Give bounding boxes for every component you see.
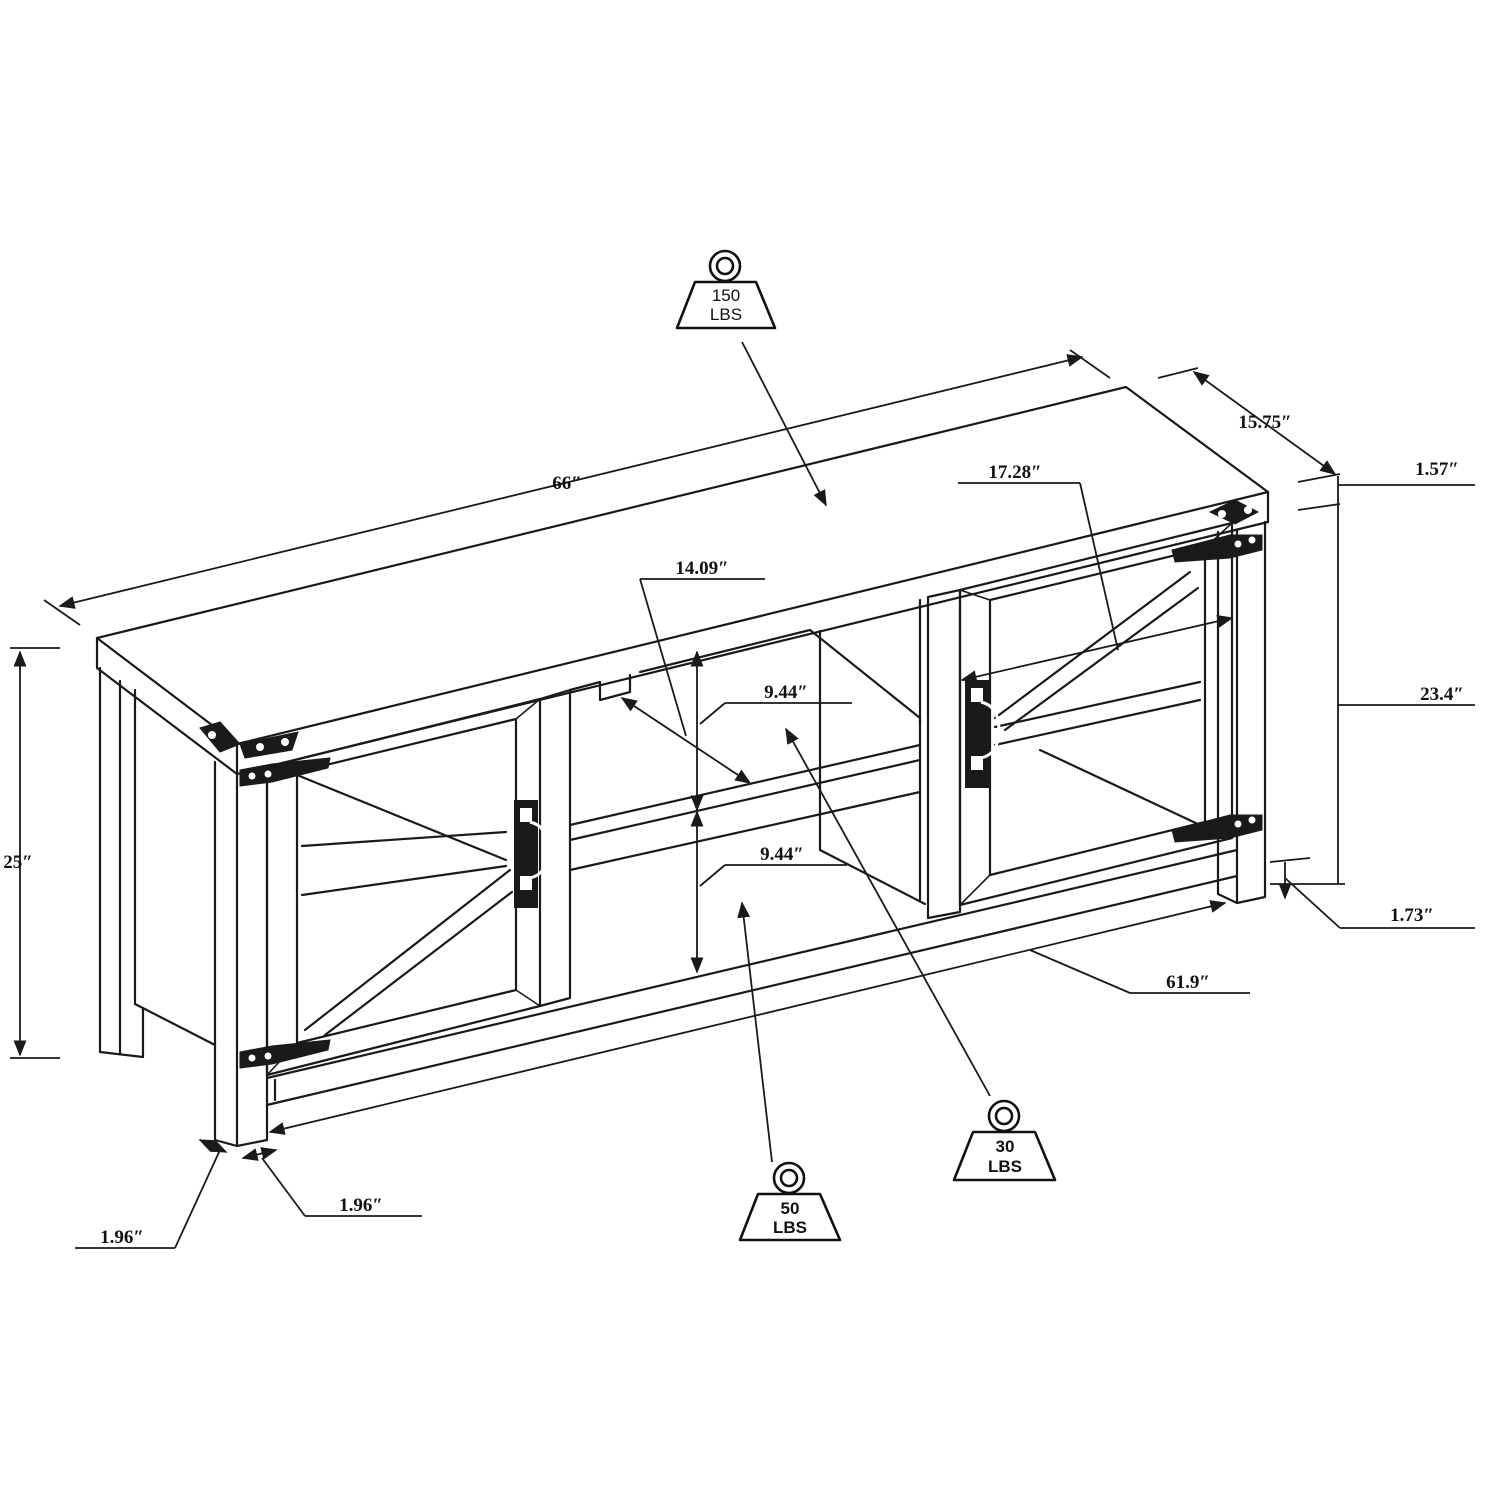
top-panel — [95, 385, 1270, 776]
bottom-rail — [265, 848, 1239, 1107]
front-left-leg — [213, 765, 269, 1148]
label-leg-depth-1-96: 1.96″ — [100, 1227, 144, 1248]
label-door-height-17-28: 17.28″ — [988, 462, 1041, 483]
left-door — [265, 697, 542, 1077]
hinge-right-bottom-icon — [1171, 814, 1263, 843]
label-base-clearance-1-73: 1.73″ — [1390, 905, 1434, 926]
hinge-left-top-icon — [239, 757, 331, 787]
label-body-height-23-4: 23.4″ — [1420, 684, 1464, 705]
left-side-panel — [98, 666, 217, 1142]
left-door-handle-icon — [514, 800, 550, 908]
weight-150-unit: LBS — [710, 305, 742, 324]
weight-30-value: 30 — [996, 1137, 1015, 1156]
label-top-thickness-1-57: 1.57″ — [1415, 459, 1459, 480]
weight-30-icon: 30 LBS — [952, 1099, 1057, 1182]
hinge-left-bottom-icon — [239, 1039, 331, 1069]
weight-150-value: 150 — [712, 286, 740, 305]
tv-stand-drawing — [95, 385, 1270, 1148]
corner-bracket-left-icon — [199, 721, 299, 759]
corner-bracket-right-icon — [1208, 499, 1260, 525]
label-leg-width-1-96: 1.96″ — [339, 1195, 383, 1216]
weight-150-icon: 150 LBS — [675, 249, 777, 330]
label-base-length-61-9: 61.9″ — [1166, 972, 1210, 993]
dimension-lines — [10, 341, 1475, 1249]
label-length-66: 66″ — [552, 473, 582, 494]
label-total-height-25: 25″ — [3, 852, 33, 873]
label-center-width-14-09: 14.09″ — [675, 558, 728, 579]
weight-30-unit: LBS — [988, 1157, 1022, 1176]
weight-50-icon: 50 LBS — [738, 1161, 842, 1242]
right-door-handle-icon — [965, 680, 1001, 788]
weight-50-unit: LBS — [773, 1218, 807, 1237]
weight-50-value: 50 — [781, 1199, 800, 1218]
label-upper-shelf-9-44: 9.44″ — [764, 682, 808, 703]
center-opening — [538, 598, 927, 1008]
front-right-leg — [1216, 520, 1267, 905]
label-depth-15-75: 15.75″ — [1238, 412, 1291, 433]
label-lower-shelf-9-44: 9.44″ — [760, 844, 804, 865]
dimension-labels: 66″ 15.75″ 1.57″ 17.28″ 14.09″ 9.44″ 9.4… — [3, 412, 1464, 1248]
hinge-right-top-icon — [1171, 534, 1263, 563]
